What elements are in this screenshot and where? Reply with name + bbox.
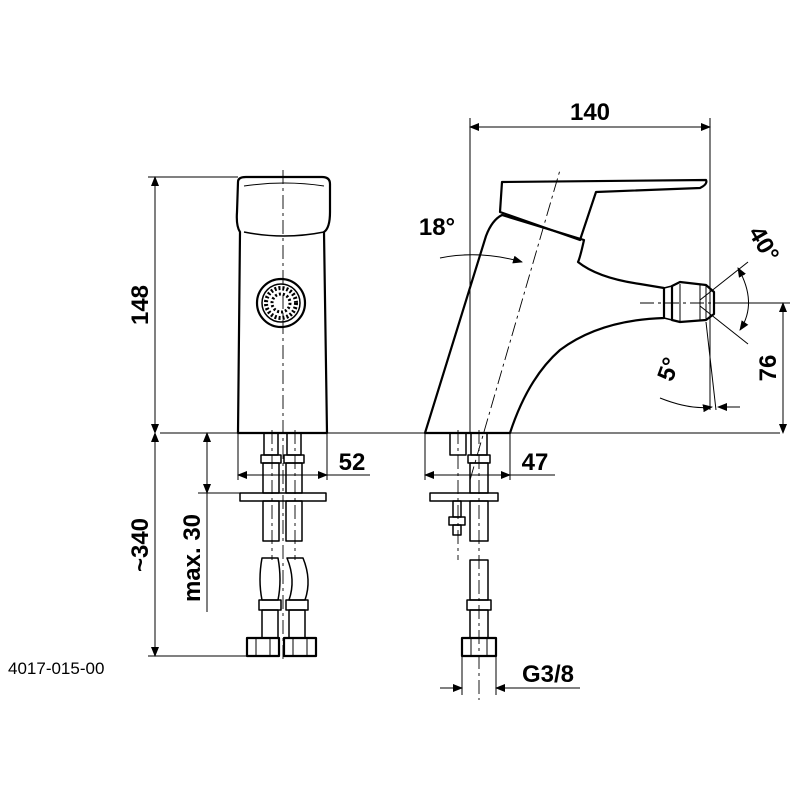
side-view xyxy=(423,118,790,700)
front-hoses xyxy=(245,557,318,658)
side-body-outline xyxy=(423,213,666,435)
drawing-code: 4017-015-00 xyxy=(8,659,104,678)
dim-label-g38: G3/8 xyxy=(522,661,574,688)
angle-label-5: 5° xyxy=(652,354,685,385)
angle-label-40: 40° xyxy=(743,222,785,267)
front-lever-top xyxy=(243,182,325,187)
spray-head xyxy=(663,280,716,324)
aerator-icon xyxy=(255,277,307,329)
side-connections xyxy=(429,432,499,658)
front-view xyxy=(148,170,780,660)
dim-label-140: 140 xyxy=(570,99,610,126)
dim-label-76: 76 xyxy=(755,355,782,382)
dim-label-148: 148 xyxy=(127,285,154,325)
front-body-outline xyxy=(235,175,332,435)
dim-label-52: 52 xyxy=(339,449,366,476)
front-lever-line xyxy=(243,231,325,237)
dim-label-47: 47 xyxy=(522,449,549,476)
dim-label-340: ~340 xyxy=(127,518,154,572)
side-lever xyxy=(498,178,708,242)
dim-label-max30: max. 30 xyxy=(179,514,206,602)
angle-label-18: 18° xyxy=(419,214,455,241)
